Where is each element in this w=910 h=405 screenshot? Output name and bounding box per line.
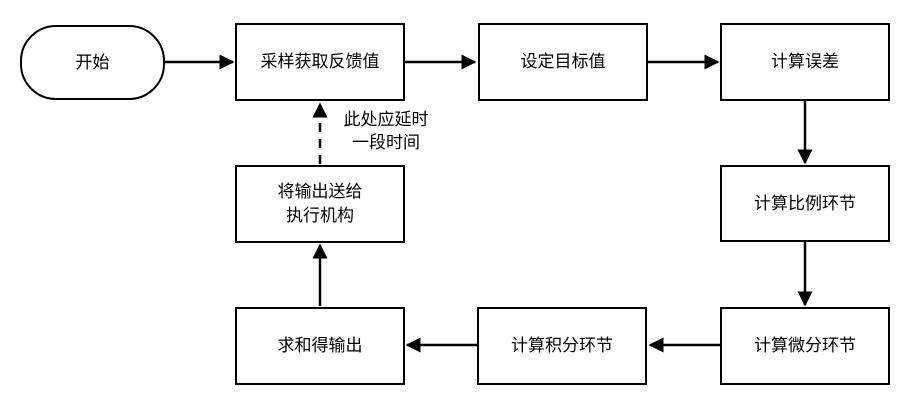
compute-proportional-label: 计算比例环节 <box>754 193 856 214</box>
compute-derivative-label: 计算微分环节 <box>754 336 856 356</box>
send-to-actuator-node: 将输出送给 执行机构 <box>235 165 405 243</box>
sum-output-label: 求和得输出 <box>277 336 363 356</box>
compute-error-label: 计算误差 <box>771 52 839 72</box>
set-target-label: 设定目标值 <box>520 52 606 72</box>
start-label: 开始 <box>75 52 110 73</box>
compute-integral-label: 计算积分环节 <box>511 336 613 356</box>
start-node: 开始 <box>20 25 165 100</box>
set-target-node: 设定目标值 <box>478 23 648 101</box>
sample-feedback-node: 采样获取反馈值 <box>235 23 405 101</box>
sample-feedback-label: 采样获取反馈值 <box>260 52 380 72</box>
compute-integral-node: 计算积分环节 <box>477 307 647 385</box>
compute-error-node: 计算误差 <box>720 23 890 101</box>
compute-proportional-node: 计算比例环节 <box>720 165 890 242</box>
sum-output-node: 求和得输出 <box>235 307 405 385</box>
send-to-actuator-label: 将输出送给 执行机构 <box>277 182 363 226</box>
compute-derivative-node: 计算微分环节 <box>720 307 890 385</box>
delay-note: 此处应延时 一段时间 <box>343 110 429 153</box>
